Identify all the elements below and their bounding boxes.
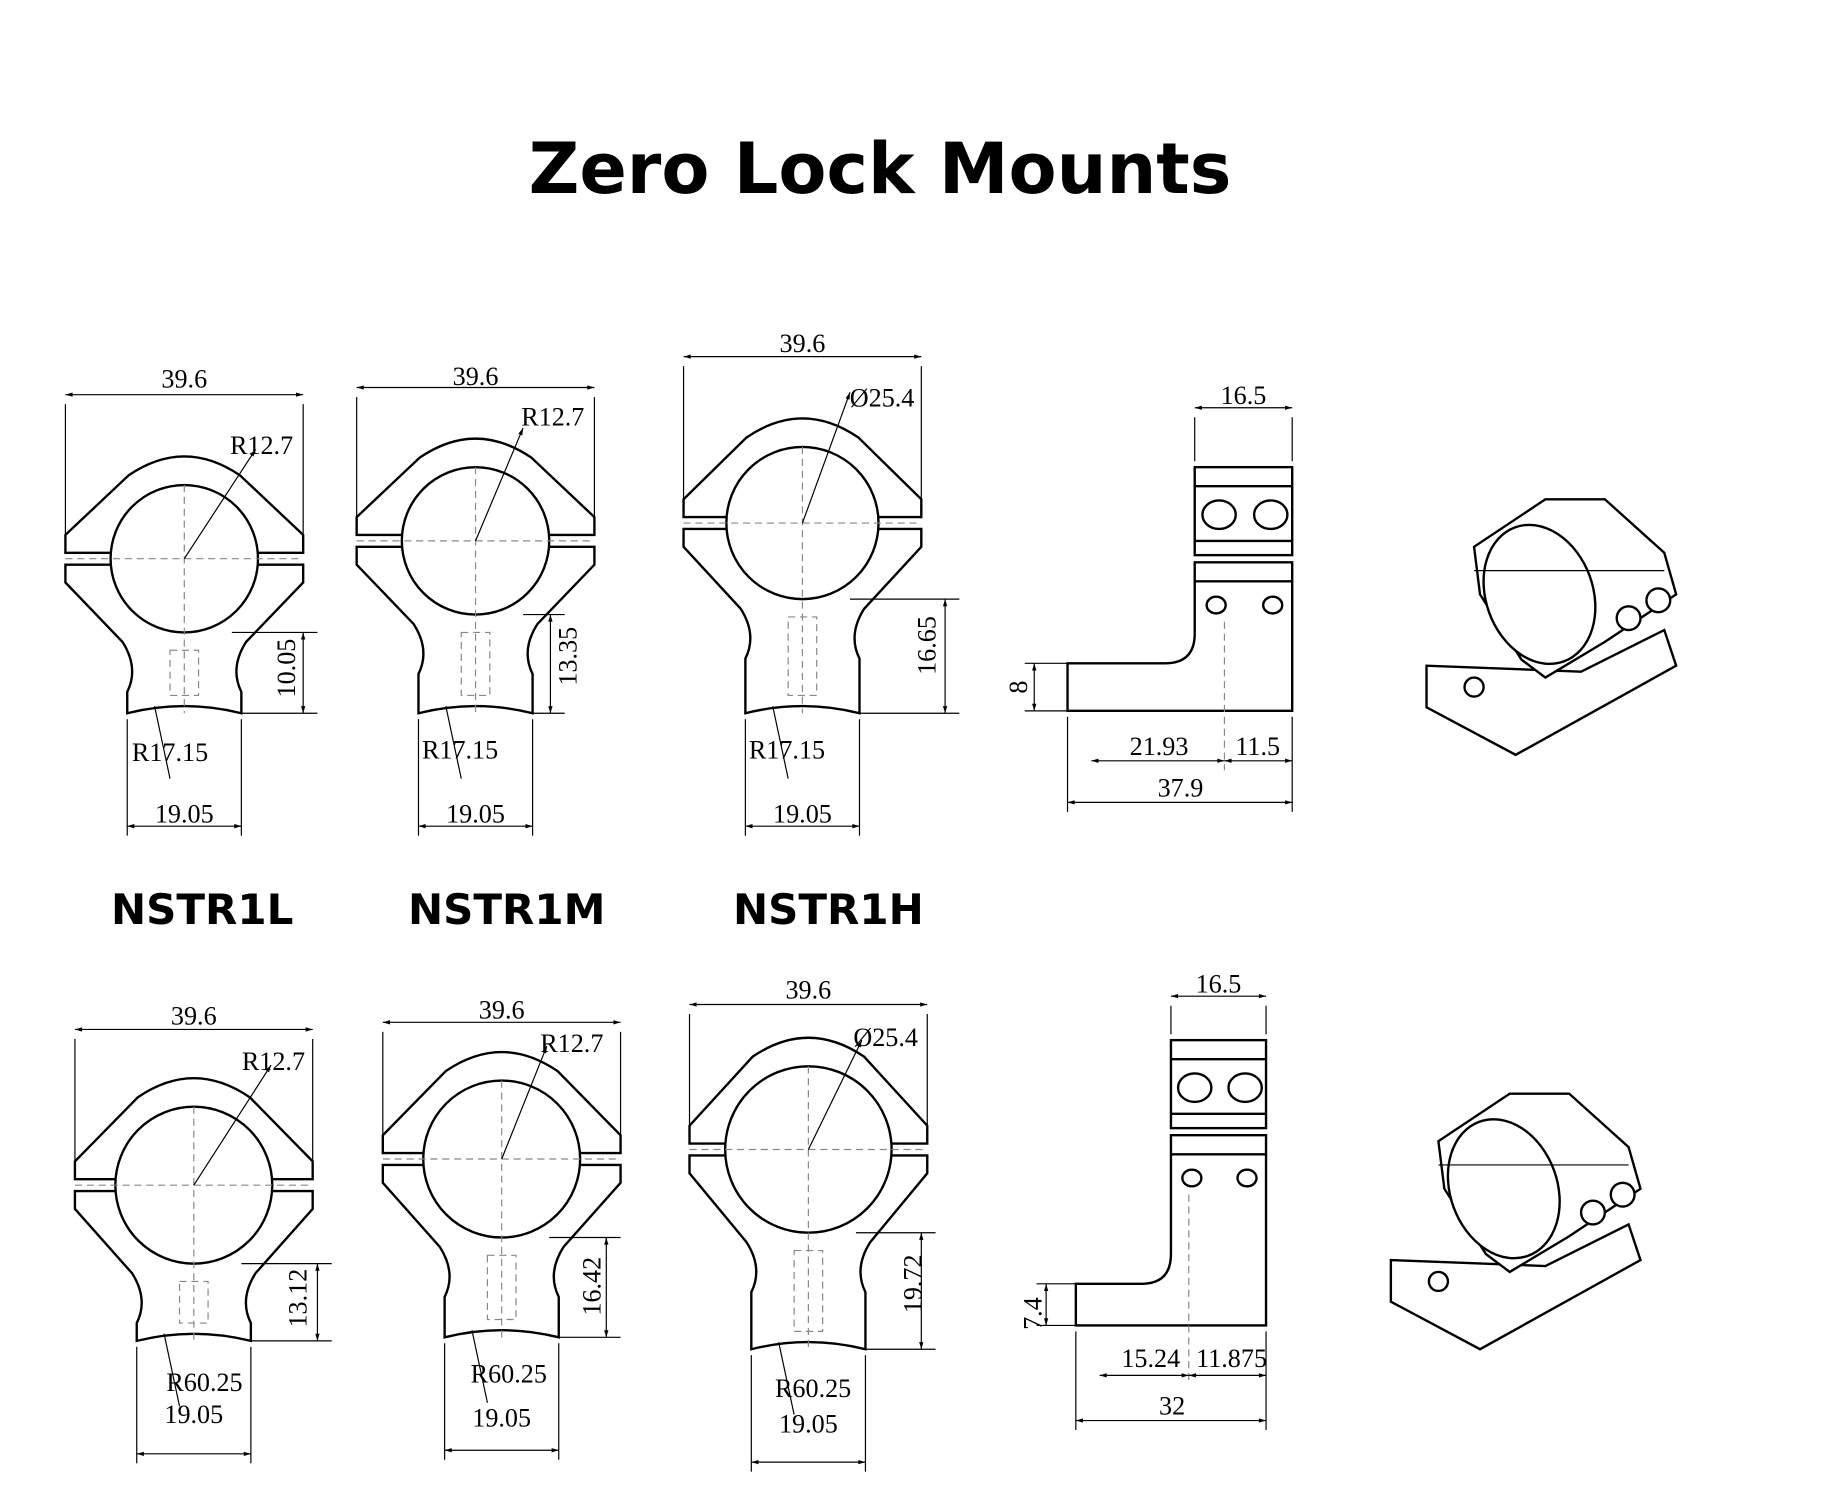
- side-base-body: [1066, 561, 1294, 713]
- ring-base: [682, 527, 923, 715]
- radius-leader: [801, 392, 851, 524]
- radius-leader: [471, 1330, 489, 1403]
- ring-radius-dim: R12.7: [540, 1029, 603, 1058]
- ring-height-dim: 19.72: [898, 1254, 927, 1313]
- base-width-dim: 19.05: [472, 1403, 531, 1432]
- ring-height-dim: 16.42: [577, 1257, 606, 1316]
- base-width-dim: 19.05: [446, 800, 505, 829]
- screw-hole: [1176, 1072, 1213, 1104]
- model-label-nstr1l: NSTR1L: [111, 885, 294, 934]
- ring-width-dim: 39.6: [171, 1002, 217, 1031]
- side-base-body: [1074, 1134, 1268, 1327]
- iso-mount-top-base: [1425, 628, 1678, 757]
- screw-hole: [1252, 499, 1289, 531]
- screw-hole-hidden: [793, 1249, 824, 1332]
- side-total-dim: 37.9: [1158, 773, 1204, 802]
- ring-radius-dim: R12.7: [230, 431, 293, 460]
- screw-hole: [1262, 595, 1284, 615]
- ring-width-dim: 39.6: [453, 362, 499, 391]
- screw-hole: [1609, 1181, 1636, 1208]
- screw-hole: [1579, 1199, 1607, 1226]
- base-width-dim: 19.05: [155, 800, 214, 829]
- ring-width-dim: 39.6: [161, 365, 207, 394]
- ring-radius-dim: R12.7: [521, 403, 584, 432]
- side-base-height-dim: 8: [1004, 681, 1033, 694]
- base-radius-dim: R60.25: [166, 1368, 242, 1397]
- base-width-dim: 19.05: [164, 1400, 223, 1429]
- screw-hole: [1463, 676, 1485, 698]
- screw-hole: [1227, 1072, 1263, 1104]
- radius-leader: [445, 705, 462, 779]
- side-top-width-dim: 16.5: [1196, 970, 1242, 999]
- ring-diameter-dim: Ø25.4: [853, 1023, 918, 1052]
- screw-hole: [1236, 1168, 1258, 1188]
- screw-hole-hidden: [169, 649, 200, 697]
- ring-diameter-dim: Ø25.4: [850, 384, 915, 413]
- model-label-nstr1h: NSTR1H: [733, 885, 924, 934]
- radius-leader: [153, 705, 171, 779]
- screw-hole: [1181, 1168, 1203, 1188]
- side-right-dim: 11.875: [1196, 1344, 1267, 1373]
- iso-mount-bottom-base: [1389, 1222, 1642, 1351]
- base-radius-dim: R17.15: [749, 735, 825, 764]
- ring-width-dim: 39.6: [786, 976, 832, 1005]
- radius-leader: [474, 427, 524, 542]
- base-radius-dim: R60.25: [471, 1360, 547, 1389]
- screw-hole-hidden: [486, 1254, 517, 1321]
- model-label-nstr1m: NSTR1M: [408, 885, 606, 934]
- base-width-dim: 19.05: [779, 1409, 838, 1438]
- ring-height-dim: 10.05: [272, 639, 301, 698]
- base-width-dim: 19.05: [773, 800, 832, 829]
- side-right-dim: 11.5: [1235, 732, 1280, 761]
- side-base-height-dim: 7.4: [1018, 1297, 1047, 1330]
- base-radius-dim: R17.15: [132, 738, 208, 767]
- radius-leader: [772, 705, 789, 779]
- radius-leader: [778, 1341, 795, 1415]
- screw-hole-hidden: [460, 631, 491, 697]
- base-radius-dim: R60.25: [775, 1374, 851, 1403]
- ring-radius-dim: R12.7: [242, 1047, 305, 1076]
- screw-hole: [1427, 1270, 1450, 1293]
- radius-leader: [501, 1045, 548, 1160]
- side-total-dim: 32: [1159, 1392, 1185, 1421]
- ring-width-dim: 39.6: [479, 996, 525, 1025]
- screw-hole: [1645, 587, 1672, 614]
- ring-width-dim: 39.6: [780, 329, 826, 358]
- page-title: Zero Lock Mounts: [528, 128, 1232, 210]
- screw-hole-hidden: [787, 616, 818, 697]
- ring-height-dim: 13.12: [284, 1269, 313, 1328]
- screw-hole: [1201, 499, 1237, 531]
- side-top-width-dim: 16.5: [1221, 381, 1267, 410]
- iso-mount-top-bore: [1482, 523, 1597, 666]
- radius-leader: [807, 1039, 863, 1150]
- radius-leader: [183, 449, 257, 560]
- ring-height-dim: 16.65: [913, 616, 942, 675]
- ring-height-dim: 13.35: [554, 627, 583, 686]
- radius-leader: [163, 1333, 181, 1407]
- side-left-dim: 15.24: [1121, 1344, 1180, 1373]
- side-left-dim: 21.93: [1130, 732, 1189, 761]
- screw-hole: [1615, 605, 1642, 632]
- iso-mount-bottom-bore: [1446, 1118, 1561, 1260]
- ring-base: [355, 545, 596, 715]
- radius-leader: [193, 1064, 272, 1186]
- base-radius-dim: R17.15: [422, 735, 498, 764]
- screw-hole: [1205, 595, 1227, 615]
- screw-hole-hidden: [178, 1280, 209, 1324]
